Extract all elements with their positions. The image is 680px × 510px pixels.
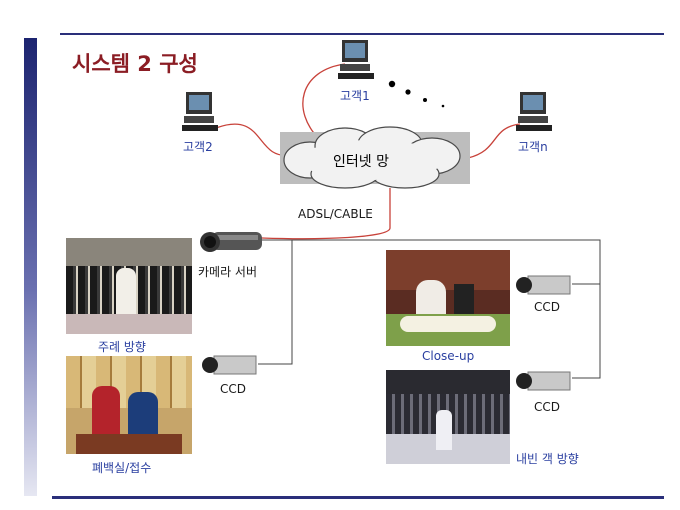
photo-group-ceremony (66, 238, 192, 334)
ccd-right-top-label: CCD (534, 300, 560, 314)
dot (441, 104, 445, 108)
dot (388, 80, 396, 88)
ccd-camera-icon (516, 275, 571, 295)
cable-client2 (215, 123, 291, 156)
cloud-center (300, 140, 444, 180)
dot (423, 98, 427, 102)
line-ccd-left (258, 240, 293, 365)
photo-guests-caption: 내빈 객 방향 (516, 452, 579, 466)
internet-label: 인터넷 망 (333, 154, 389, 170)
clientn-label: 고객n (518, 140, 548, 154)
ccd-left-label: CCD (220, 382, 246, 396)
bottom-rule (52, 496, 664, 499)
desktop-computer-icon (182, 92, 218, 131)
top-rule (60, 33, 664, 35)
photo-closeup (386, 250, 510, 346)
desktop-computer-icon (516, 92, 552, 131)
photo-pyebaek-caption: 폐백실/접수 (92, 461, 152, 475)
ccd-camera-icon (516, 371, 571, 391)
cable-clientn (467, 123, 521, 159)
ccd-camera-icon (202, 355, 257, 375)
photo-guests (386, 370, 510, 464)
slide-side-bar (24, 38, 37, 496)
client2-label: 고객2 (183, 140, 213, 154)
photo-pyebaek (66, 356, 192, 454)
photo-closeup-caption: Close-up (422, 349, 475, 363)
cable-client1 (302, 63, 346, 141)
ccd-right-bottom-label: CCD (534, 400, 560, 414)
cable-adsl (261, 188, 391, 240)
client1-label: 고객1 (340, 89, 370, 103)
slide-title: 시스템 2 구성 (72, 52, 198, 76)
adsl-label: ADSL/CABLE (298, 207, 373, 221)
camera-server-label: 카메라 서버 (198, 265, 258, 279)
photo-officiant-caption: 주례 방향 (98, 340, 146, 354)
dot (405, 89, 411, 95)
camera-server-icon (200, 232, 262, 252)
line-main (262, 239, 601, 379)
desktop-computer-icon (338, 40, 374, 79)
